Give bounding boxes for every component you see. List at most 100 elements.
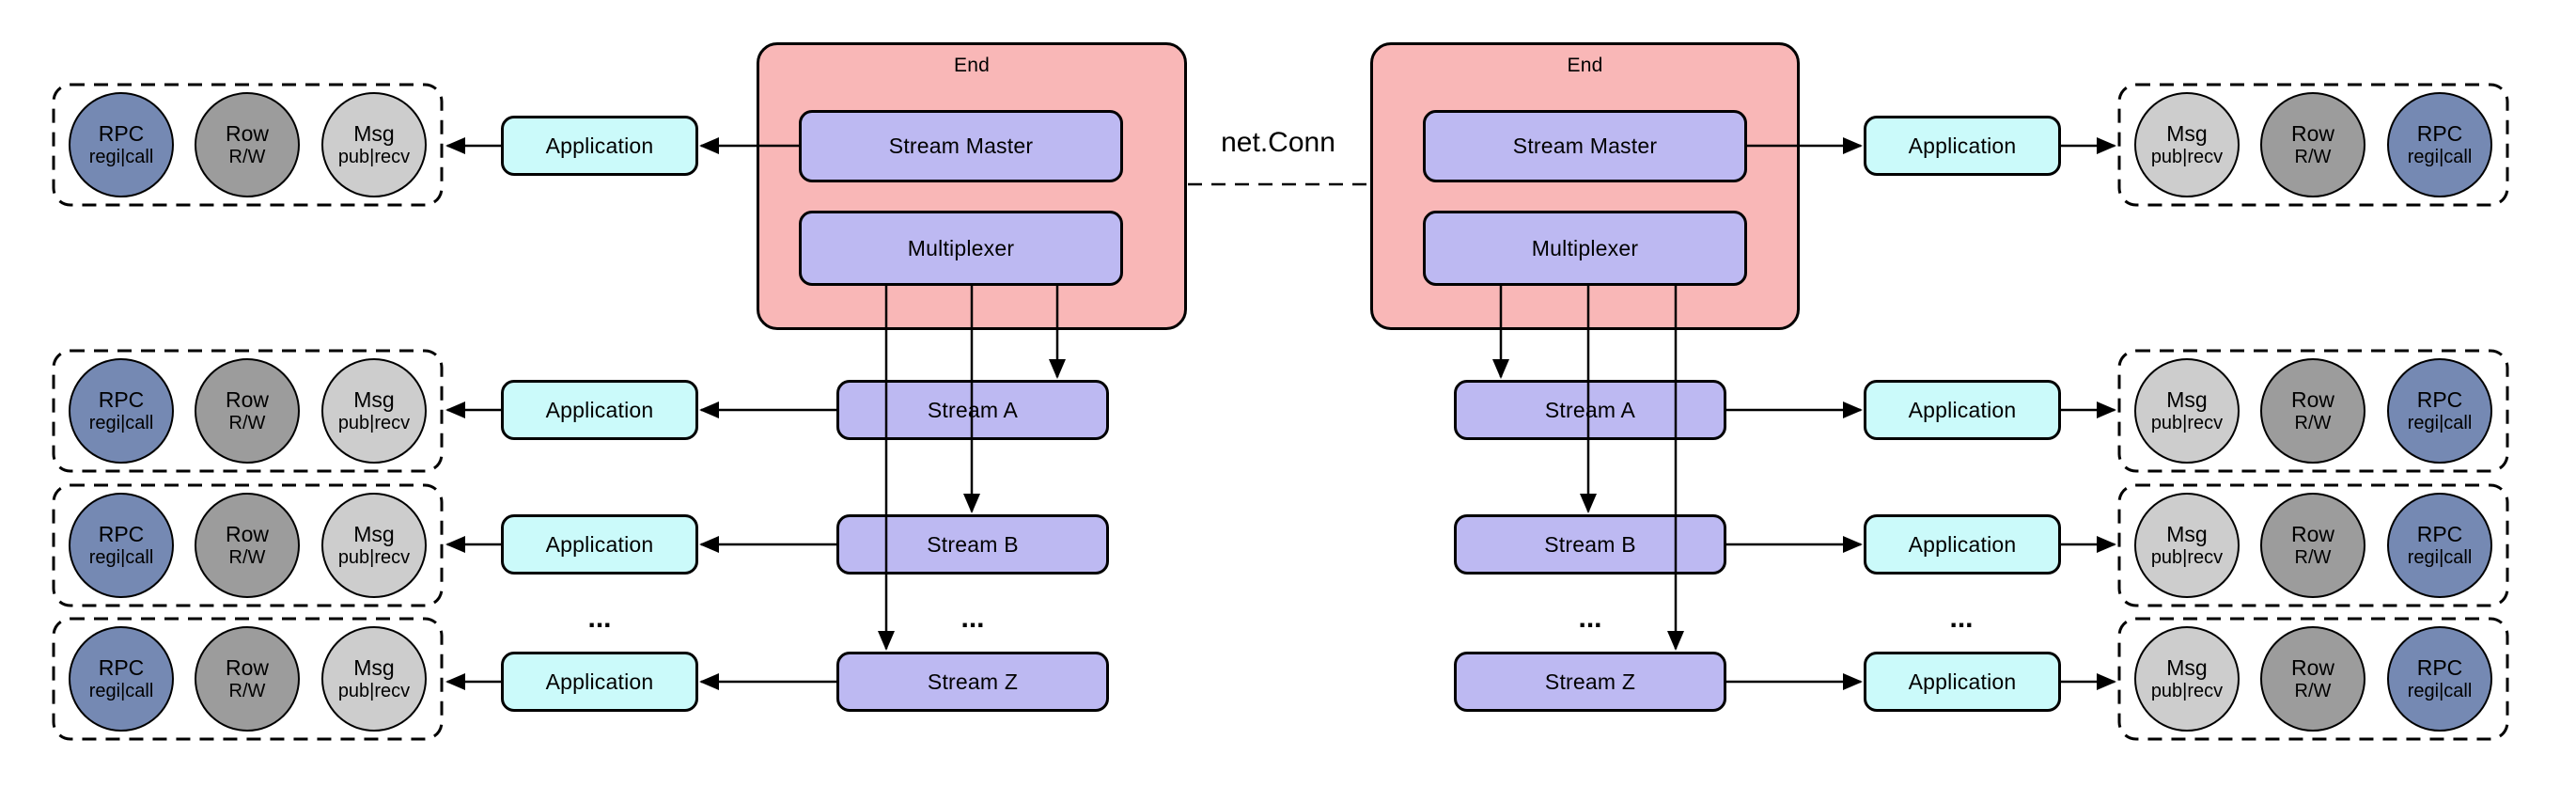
application-box: Application — [501, 514, 698, 575]
circle-title: Msg — [2166, 522, 2208, 546]
rpc-circle: RPC regi|call — [2387, 626, 2492, 732]
dashed-border — [52, 349, 444, 473]
circle-subtitle: R/W — [228, 547, 266, 568]
row-circle: Row R/W — [195, 626, 300, 732]
stream-z-right: Stream Z — [1454, 652, 1726, 712]
circle-subtitle: R/W — [228, 147, 266, 167]
multiplexer-left: Multiplexer — [799, 211, 1123, 286]
circle-subtitle: regi|call — [2407, 413, 2473, 433]
application-box: Application — [1864, 514, 2061, 575]
circle-subtitle: pub|recv — [337, 147, 411, 167]
circle-subtitle: R/W — [2294, 147, 2332, 167]
circle-title: Row — [2290, 655, 2334, 680]
row-circle: Row R/W — [2260, 92, 2365, 197]
service-group-right-row1: Msg pub|recv Row R/W RPC regi|call — [2117, 83, 2509, 207]
circle-subtitle: pub|recv — [337, 547, 411, 568]
circle-title: Msg — [353, 121, 395, 146]
net-conn-label: net.Conn — [1221, 127, 1335, 158]
row-circle: Row R/W — [2260, 493, 2365, 598]
circle-subtitle: R/W — [2294, 547, 2332, 568]
rpc-circle: RPC regi|call — [69, 626, 174, 732]
circle-title: RPC — [98, 121, 145, 146]
application-box: Application — [501, 116, 698, 176]
service-group-left-row2: RPC regi|call Row R/W Msg pub|recv — [52, 349, 444, 473]
application-box: Application — [1864, 652, 2061, 712]
circle-subtitle: R/W — [228, 681, 266, 701]
circle-subtitle: regi|call — [2407, 147, 2473, 167]
end-label: End — [954, 55, 990, 76]
msg-circle: Msg pub|recv — [321, 92, 427, 197]
circle-subtitle: pub|recv — [2150, 147, 2224, 167]
msg-circle: Msg pub|recv — [2134, 92, 2240, 197]
circle-title: Row — [225, 387, 269, 412]
circle-title: Row — [225, 522, 269, 546]
row-circle: Row R/W — [2260, 626, 2365, 732]
circle-title: Msg — [353, 387, 395, 412]
dashed-border — [52, 617, 444, 741]
circle-title: Msg — [2166, 387, 2208, 412]
application-box: Application — [501, 380, 698, 440]
application-box: Application — [1864, 380, 2061, 440]
dashed-border — [52, 483, 444, 607]
end-box-right: End — [1370, 42, 1800, 330]
stream-a-left: Stream A — [836, 380, 1109, 440]
circle-title: Msg — [2166, 655, 2208, 680]
circle-subtitle: R/W — [2294, 413, 2332, 433]
service-group-right-row3: Msg pub|recv Row R/W RPC regi|call — [2117, 483, 2509, 607]
circle-subtitle: regi|call — [88, 547, 154, 568]
circle-subtitle: regi|call — [2407, 547, 2473, 568]
circle-subtitle: regi|call — [88, 413, 154, 433]
service-group-left-row4: RPC regi|call Row R/W Msg pub|recv — [52, 617, 444, 741]
rpc-circle: RPC regi|call — [69, 358, 174, 464]
circle-subtitle: R/W — [2294, 681, 2332, 701]
circle-title: RPC — [2416, 387, 2463, 412]
circle-title: Row — [2290, 121, 2334, 146]
circle-title: Msg — [353, 655, 395, 680]
dashed-border — [2117, 83, 2509, 207]
dashed-border — [52, 83, 444, 207]
circle-title: RPC — [98, 522, 145, 546]
circle-title: RPC — [98, 387, 145, 412]
circle-title: Row — [2290, 387, 2334, 412]
circle-title: Row — [225, 121, 269, 146]
circle-title: Row — [2290, 522, 2334, 546]
circle-subtitle: pub|recv — [337, 681, 411, 701]
rpc-circle: RPC regi|call — [2387, 92, 2492, 197]
service-group-right-row2: Msg pub|recv Row R/W RPC regi|call — [2117, 349, 2509, 473]
circle-title: Msg — [2166, 121, 2208, 146]
msg-circle: Msg pub|recv — [321, 626, 427, 732]
stream-z-left: Stream Z — [836, 652, 1109, 712]
msg-circle: Msg pub|recv — [2134, 626, 2240, 732]
rpc-circle: RPC regi|call — [2387, 358, 2492, 464]
msg-circle: Msg pub|recv — [321, 493, 427, 598]
msg-circle: Msg pub|recv — [2134, 493, 2240, 598]
row-circle: Row R/W — [2260, 358, 2365, 464]
ellipsis: ... — [587, 603, 612, 634]
circle-subtitle: pub|recv — [337, 413, 411, 433]
circle-subtitle: regi|call — [88, 681, 154, 701]
stream-master-right: Stream Master — [1423, 110, 1747, 182]
stream-master-left: Stream Master — [799, 110, 1123, 182]
stream-a-right: Stream A — [1454, 380, 1726, 440]
service-group-left-row1: RPC regi|call Row R/W Msg pub|recv — [52, 83, 444, 207]
circle-subtitle: R/W — [228, 413, 266, 433]
rpc-circle: RPC regi|call — [69, 92, 174, 197]
application-box: Application — [1864, 116, 2061, 176]
circle-title: RPC — [2416, 522, 2463, 546]
circle-title: RPC — [2416, 655, 2463, 680]
row-circle: Row R/W — [195, 358, 300, 464]
circle-subtitle: pub|recv — [2150, 681, 2224, 701]
service-group-right-row4: Msg pub|recv Row R/W RPC regi|call — [2117, 617, 2509, 741]
dashed-border — [2117, 617, 2509, 741]
ellipsis: ... — [960, 603, 985, 634]
stream-b-right: Stream B — [1454, 514, 1726, 575]
rpc-circle: RPC regi|call — [69, 493, 174, 598]
multiplexer-right: Multiplexer — [1423, 211, 1747, 286]
row-circle: Row R/W — [195, 493, 300, 598]
circle-title: RPC — [2416, 121, 2463, 146]
rpc-circle: RPC regi|call — [2387, 493, 2492, 598]
stream-b-left: Stream B — [836, 514, 1109, 575]
circle-subtitle: regi|call — [2407, 681, 2473, 701]
circle-title: RPC — [98, 655, 145, 680]
